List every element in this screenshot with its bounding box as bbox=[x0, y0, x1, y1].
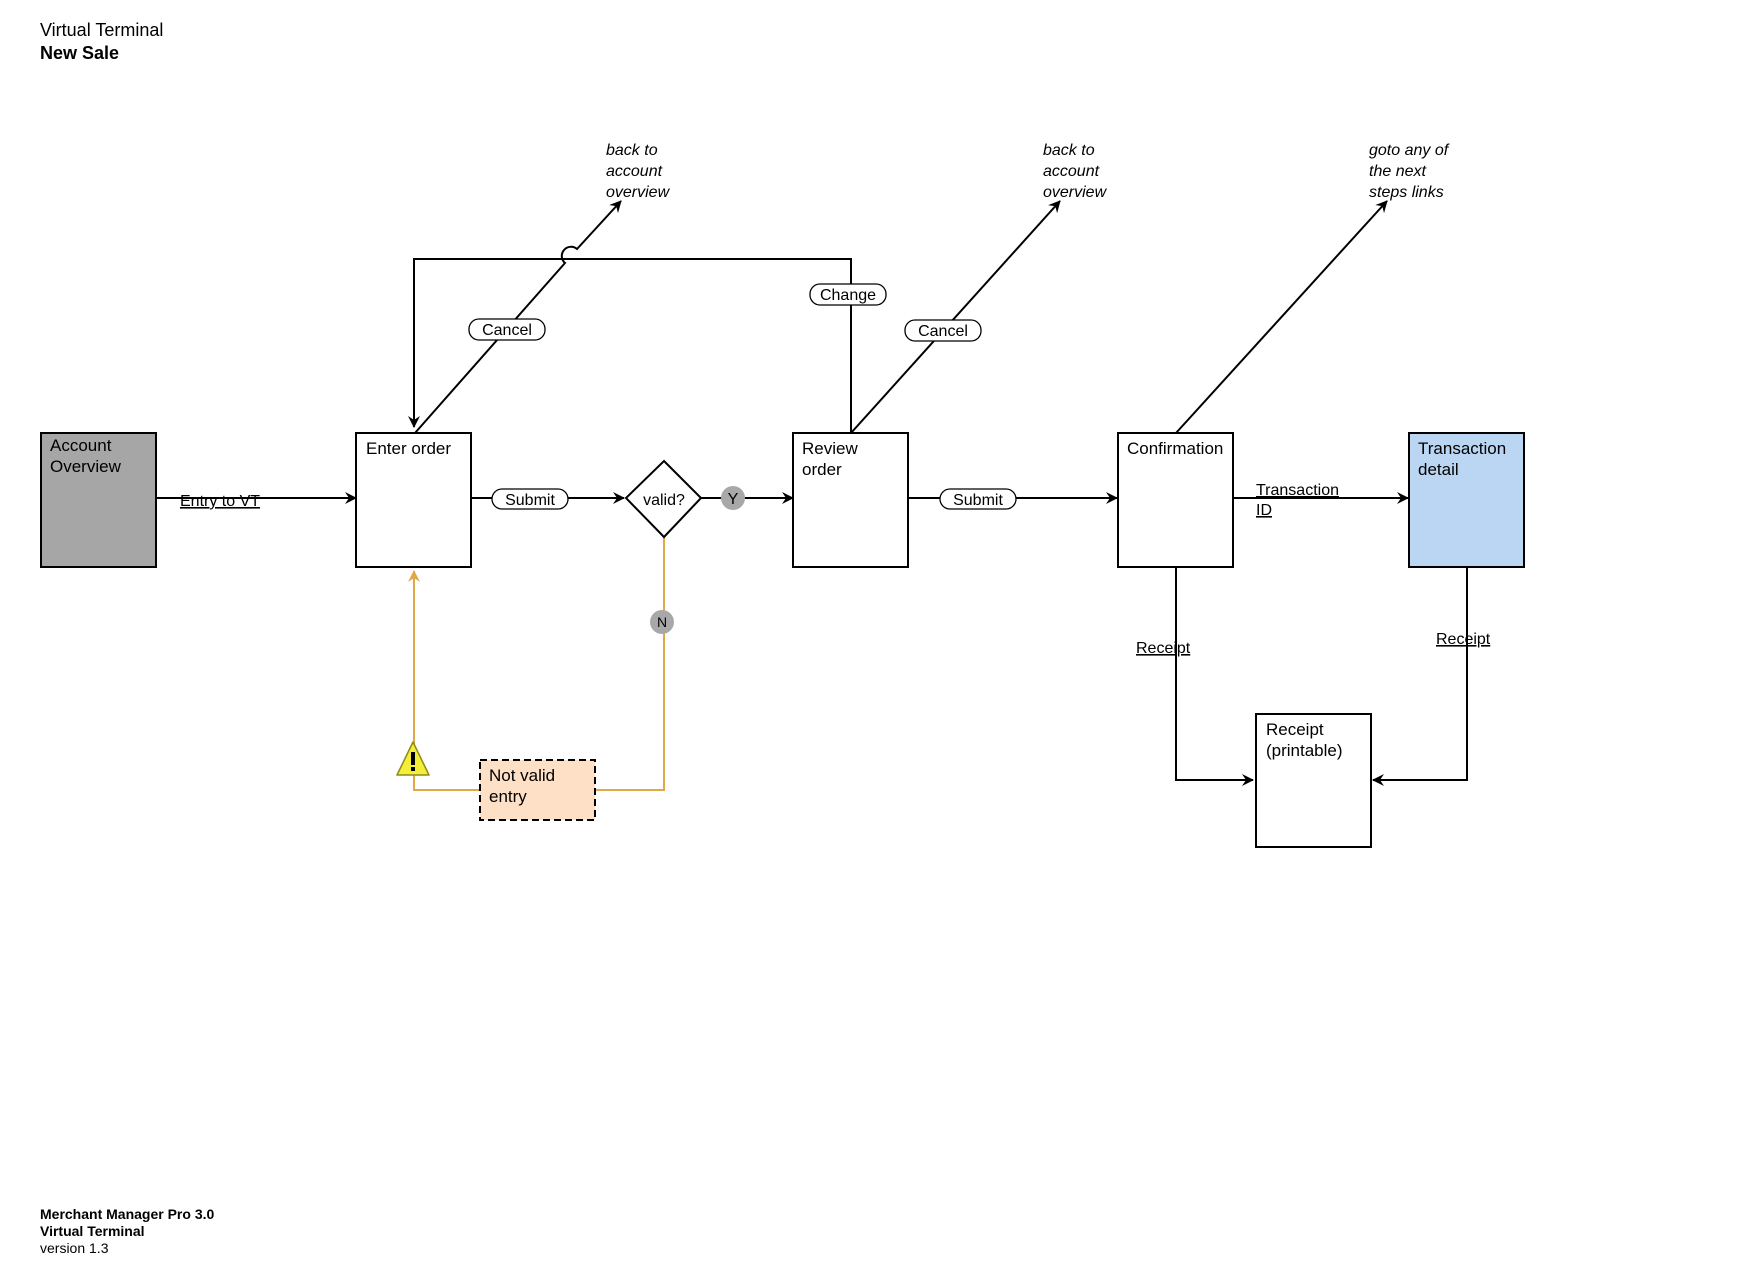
cancel-1-label[interactable]: Cancel bbox=[482, 322, 532, 339]
not-valid-entry-label-1: Not valid bbox=[489, 766, 555, 785]
note-back-1-line-2: account bbox=[606, 163, 663, 180]
edge-goto-next bbox=[1175, 200, 1388, 434]
warning-icon bbox=[396, 741, 430, 776]
account-overview-label-2: Overview bbox=[50, 457, 122, 476]
valid-decision bbox=[624, 459, 703, 539]
note-back-2-line-3: overview bbox=[1043, 184, 1108, 201]
page-title: New Sale bbox=[40, 43, 120, 63]
confirmation-box bbox=[1117, 432, 1234, 568]
enter-order-box bbox=[355, 432, 472, 568]
edge-change bbox=[408, 258, 852, 433]
not-valid-entry-label-2: entry bbox=[489, 787, 527, 806]
not-valid-entry-box bbox=[479, 759, 596, 821]
note-goto-line-1: goto any of bbox=[1369, 142, 1450, 159]
review-order-label-2: order bbox=[802, 460, 842, 479]
entry-to-vt-label[interactable]: Entry to VT bbox=[180, 493, 260, 510]
transaction-detail-label-1: Transaction bbox=[1418, 439, 1506, 458]
submit-2-pill bbox=[939, 488, 1017, 510]
review-order-box bbox=[792, 432, 909, 568]
edge-cancel-1 bbox=[414, 200, 622, 434]
transaction-detail-label-2: detail bbox=[1418, 460, 1459, 479]
note-back-1-line-1: back to bbox=[606, 142, 658, 159]
enter-order-label: Enter order bbox=[366, 439, 451, 458]
edge-cancel-2 bbox=[850, 200, 1061, 434]
no-label: N bbox=[657, 614, 667, 630]
cancel-1-pill bbox=[468, 318, 546, 341]
receipt-printable-label-1: Receipt bbox=[1266, 720, 1324, 739]
no-badge bbox=[650, 610, 674, 634]
account-overview-box bbox=[40, 432, 157, 568]
cancel-2-pill bbox=[904, 319, 982, 342]
change-pill bbox=[809, 283, 887, 306]
receipt-printable-label-2: (printable) bbox=[1266, 741, 1343, 760]
receipt-printable-box bbox=[1255, 713, 1372, 848]
receipt-2-label[interactable]: Receipt bbox=[1436, 631, 1491, 648]
footer-version: version 1.3 bbox=[40, 1240, 109, 1256]
review-order-label-1: Review bbox=[802, 439, 858, 458]
change-label[interactable]: Change bbox=[820, 287, 876, 304]
edge-not-valid-to-enter bbox=[408, 570, 479, 791]
yes-label: Y bbox=[728, 491, 739, 508]
edge-valid-no bbox=[594, 537, 665, 791]
transaction-id-label-2[interactable]: ID bbox=[1256, 502, 1272, 519]
confirmation-label: Confirmation bbox=[1127, 439, 1223, 458]
cancel-2-label[interactable]: Cancel bbox=[918, 323, 968, 340]
submit-1-label[interactable]: Submit bbox=[505, 492, 555, 509]
note-back-1-line-3: overview bbox=[606, 184, 671, 201]
transaction-id-label-1[interactable]: Transaction bbox=[1256, 482, 1339, 499]
app-title: Virtual Terminal bbox=[40, 20, 164, 40]
edge-receipt-2 bbox=[1372, 567, 1468, 786]
transaction-detail-box bbox=[1408, 432, 1525, 568]
receipt-1-label[interactable]: Receipt bbox=[1136, 640, 1191, 657]
note-goto-line-3: steps links bbox=[1369, 184, 1444, 201]
note-back-2-line-1: back to bbox=[1043, 142, 1095, 159]
note-back-2-line-2: account bbox=[1043, 163, 1100, 180]
note-goto-line-2: the next bbox=[1369, 163, 1426, 180]
edge-receipt-1 bbox=[1175, 567, 1254, 786]
valid-label: valid? bbox=[643, 492, 685, 509]
footer-product: Merchant Manager Pro 3.0 bbox=[40, 1206, 215, 1222]
yes-badge bbox=[721, 486, 745, 510]
submit-2-label[interactable]: Submit bbox=[953, 492, 1003, 509]
account-overview-label-1: Account bbox=[50, 436, 112, 455]
submit-1-pill bbox=[491, 488, 569, 510]
footer-module: Virtual Terminal bbox=[40, 1223, 145, 1239]
